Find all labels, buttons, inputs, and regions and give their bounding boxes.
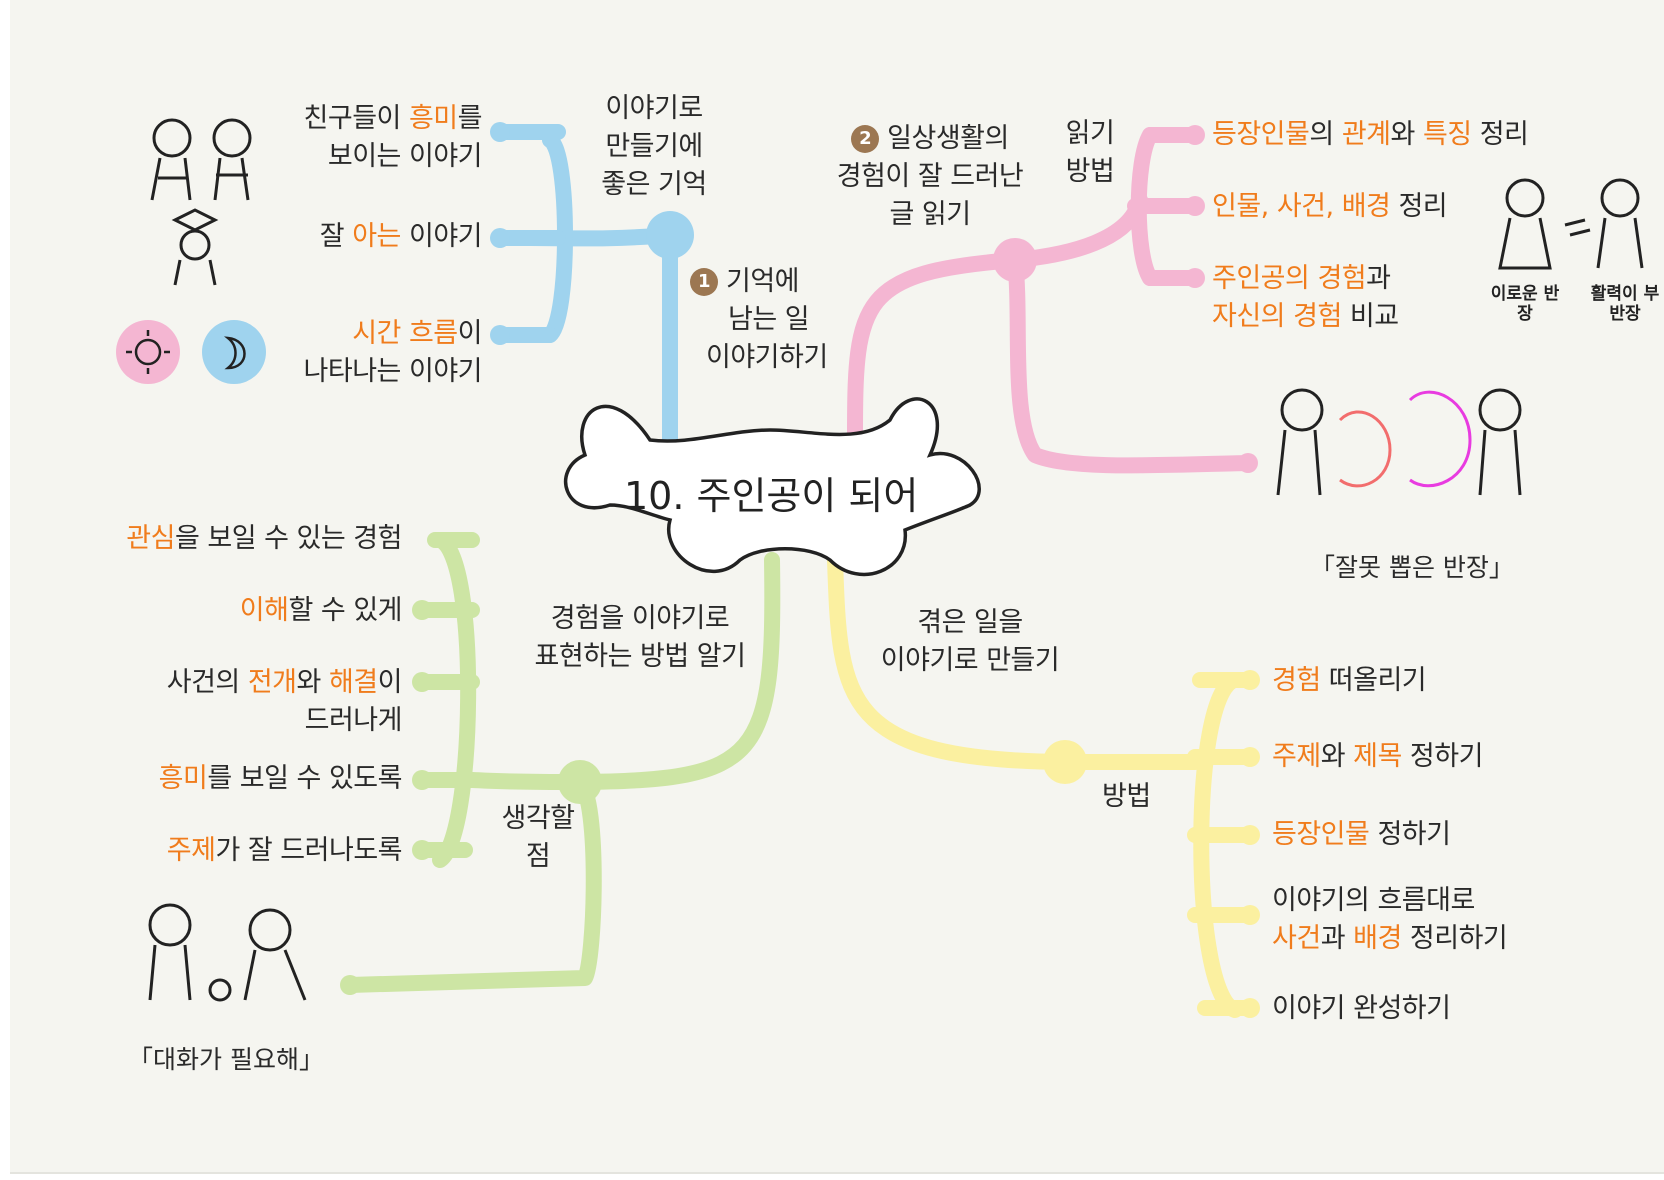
highlight-keyword: 관계 <box>1341 119 1391 150</box>
label-good-president: 이로운 반장 <box>1490 284 1560 324</box>
highlight-keyword: 전개 <box>247 667 297 698</box>
item-text: 와 <box>1320 741 1354 772</box>
item-text: 의 <box>1309 119 1342 150</box>
item-text: 를 보일 수 있도록 <box>207 763 402 794</box>
blue-item-1: 친구들이 흥미를 보이는 이야기 <box>303 103 483 172</box>
item-text: 정리 <box>1471 119 1529 150</box>
highlight-keyword: 배경 <box>1353 923 1402 954</box>
blue-header: 이야기로 만들기에 좋은 기억 <box>601 93 707 200</box>
yellow-branch-label: 겪은 일을 이야기로 만들기 <box>880 607 1060 676</box>
center-title: 10. 주인공이 되어 <box>624 474 919 518</box>
highlight-keyword: 사건 <box>1272 923 1321 954</box>
mind-map-branches <box>116 118 1644 1018</box>
caption-need-conversation: 「대화가 필요해」 <box>128 1045 324 1074</box>
green-item-5: 주제가 잘 드러나도록 <box>166 832 403 870</box>
pink-item-2: 인물, 사건, 배경 정리 <box>1212 188 1448 226</box>
item-text: 정리 <box>1390 191 1448 222</box>
green-sub-label: 생각할 점 <box>501 803 575 872</box>
item-text: 할 수 있게 <box>288 595 402 626</box>
item-text: 과 <box>1366 263 1391 294</box>
item-text: 드러나게 <box>304 705 403 736</box>
moon-icon <box>202 320 266 384</box>
sun-icon <box>116 320 180 384</box>
bone-shape-center <box>564 397 981 577</box>
caption-wrong-president: 「잘못 뽑은 반장」 <box>1310 553 1514 582</box>
item-text: 와 <box>296 667 329 698</box>
conversation-icon <box>148 903 307 1002</box>
president-hand-icon <box>1276 388 1522 496</box>
green-item-4: 흥미를 보일 수 있도록 <box>158 760 403 798</box>
highlight-keyword: 주인공의 경험 <box>1212 263 1367 294</box>
yellow-item-3: 등장인물 정하기 <box>1272 816 1451 854</box>
green-item-1: 관심을 보일 수 있는 경험 <box>126 520 402 558</box>
highlight-keyword: 이해 <box>239 595 289 626</box>
item-text: 사건의 <box>166 667 248 698</box>
highlight-keyword: 흥미 <box>158 763 208 794</box>
item-text: 떠올리기 <box>1320 665 1427 696</box>
yellow-item-1: 경험 떠올리기 <box>1272 662 1427 700</box>
pink-item-1: 등장인물의 관계와 특징 정리 <box>1212 116 1529 154</box>
green-branch <box>342 532 781 993</box>
yellow-item-2: 주제와 제목 정하기 <box>1272 738 1483 776</box>
item-text: 비교 <box>1341 301 1399 332</box>
highlight-keyword: 관심 <box>126 523 175 554</box>
highlight-keyword: 자신의 경험 <box>1212 301 1342 332</box>
item-text: 을 보일 수 있는 경험 <box>174 523 403 554</box>
highlight-keyword: 해결 <box>328 667 378 698</box>
item-text: 정하기 <box>1369 819 1451 850</box>
graduate-icon <box>171 208 219 286</box>
highlight-keyword: 경험 <box>1272 665 1321 696</box>
green-branch-label: 경험을 이야기로 표현하는 방법 알기 <box>534 603 746 672</box>
highlight-keyword: 인물, 사건, 배경 <box>1212 191 1391 222</box>
branch-end-dots <box>340 122 1260 1018</box>
highlight-keyword: 특징 <box>1422 119 1472 150</box>
pink-sub-label: 읽기 방법 <box>1065 118 1115 187</box>
class-president-icons <box>1498 178 1644 270</box>
item-text: 가 잘 드러나도록 <box>215 835 402 866</box>
green-item-2: 이해할 수 있게 <box>239 592 403 630</box>
highlight-keyword: 제목 <box>1353 741 1402 772</box>
item-text: 정하기 <box>1401 741 1484 772</box>
highlight-keyword: 등장인물 <box>1272 819 1370 850</box>
blue-item-3: 시간 흐름이 나타나는 이야기 <box>303 318 483 387</box>
blue-item-2: 잘 아는 이야기 <box>319 221 483 252</box>
highlight-keyword: 주제 <box>166 835 216 866</box>
item-text: 이 <box>377 667 403 698</box>
yellow-sub-label: 방법 <box>1102 781 1151 812</box>
yellow-item-5: 이야기 완성하기 <box>1272 990 1451 1028</box>
highlight-keyword: 등장인물 <box>1212 119 1310 150</box>
item-text: 이야기의 흐름대로 <box>1272 885 1475 916</box>
children-icon <box>150 118 252 201</box>
highlight-keyword: 주제 <box>1272 741 1321 772</box>
item-text: 정리하기 <box>1401 923 1508 954</box>
item-text: 과 <box>1320 923 1354 954</box>
item-text: 와 <box>1390 119 1423 150</box>
label-vice-president: 활력이 부반장 <box>1590 284 1660 324</box>
item-text: 이야기 완성하기 <box>1272 993 1451 1024</box>
